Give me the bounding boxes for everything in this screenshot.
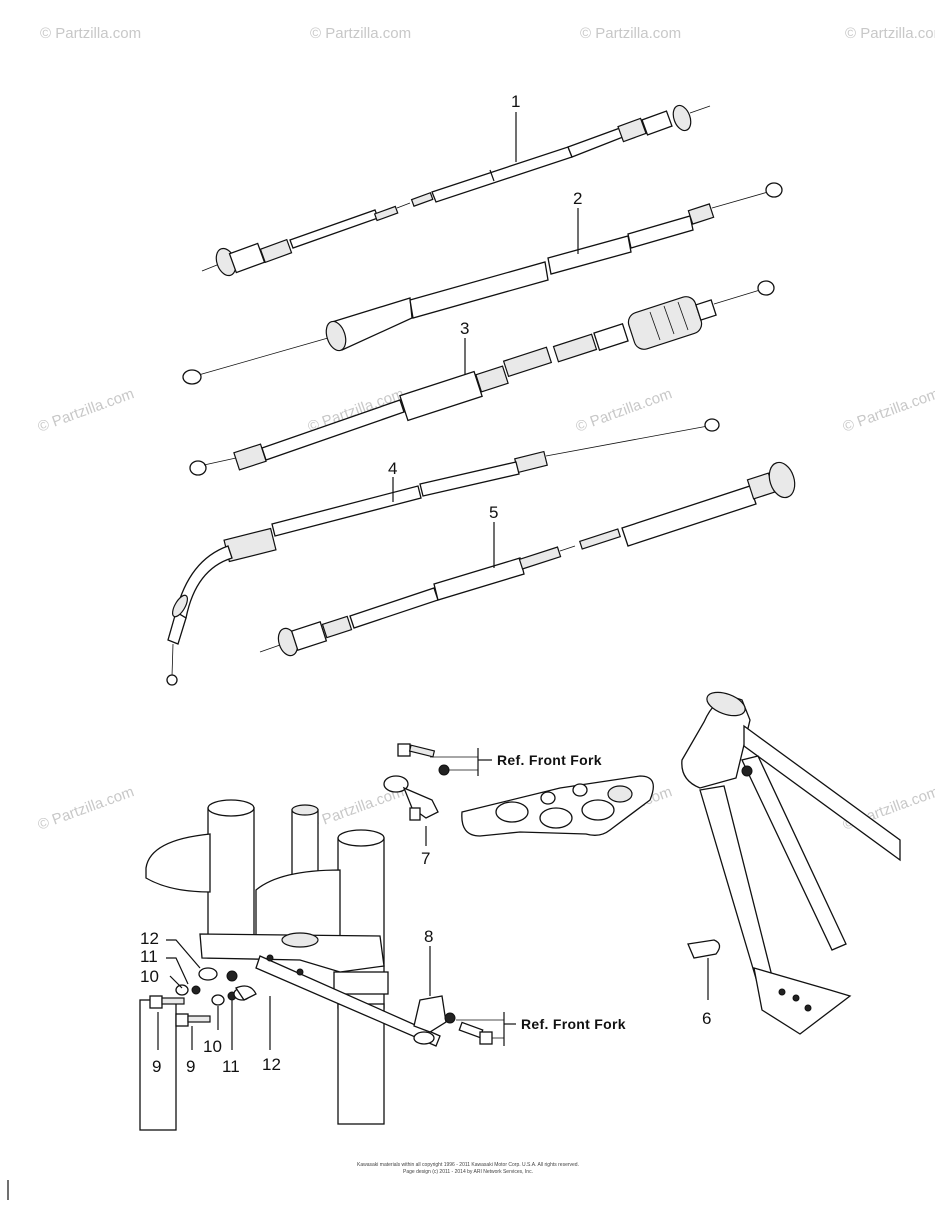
ref-front-fork-lower: Ref. Front Fork <box>521 1016 626 1032</box>
callout-labels: 1 2 3 4 5 6 7 8 9 9 10 10 11 11 12 12 <box>140 92 711 1076</box>
cable-3-drawing <box>189 280 775 476</box>
watermark-text: © Partzilla.com <box>36 783 137 834</box>
frame-drawing <box>681 691 901 1035</box>
copyright-line-1: Kawasaki materials within all copyright … <box>357 1162 579 1168</box>
copyright-block: Kawasaki materials within all copyright … <box>357 1162 579 1175</box>
fork-stem-drawing <box>139 799 516 1131</box>
callout-11-lower: 11 <box>222 1057 240 1076</box>
callout-1: 1 <box>511 92 520 111</box>
watermark-layer: © Partzilla.com © Partzilla.com © Partzi… <box>36 25 935 834</box>
callout-12-upper: 12 <box>140 929 159 948</box>
callout-12-lower: 12 <box>262 1055 281 1074</box>
copyright-line-2: Page design (c) 2011 - 2014 by ARI Netwo… <box>403 1169 533 1175</box>
cable-5-drawing <box>259 461 796 657</box>
reference-labels: Ref. Front Fork Ref. Front Fork <box>497 752 626 1032</box>
watermark-text: © Partzilla.com <box>36 385 137 436</box>
callout-11-upper: 11 <box>140 947 158 966</box>
callout-8: 8 <box>424 927 433 946</box>
watermark-text: © Partzilla.com <box>310 25 411 42</box>
watermark-text: © Partzilla.com <box>845 25 935 42</box>
watermark-text: © Partzilla.com <box>40 25 141 42</box>
callout-6: 6 <box>702 1009 711 1028</box>
callout-7: 7 <box>421 849 430 868</box>
watermark-text: © Partzilla.com <box>580 25 681 42</box>
cable-2-drawing <box>182 182 783 385</box>
fork-bracket-drawing <box>383 743 654 846</box>
callout-4: 4 <box>388 459 397 478</box>
watermark-text: © Partzilla.com <box>841 385 935 436</box>
callout-9-left: 9 <box>152 1057 161 1076</box>
cable-leader-lines <box>392 112 579 568</box>
cable-1-drawing <box>201 104 711 277</box>
callout-3: 3 <box>460 319 469 338</box>
watermark-text: © Partzilla.com <box>574 385 675 436</box>
callout-10-lower: 10 <box>203 1037 222 1056</box>
cable-4-drawing <box>166 418 720 686</box>
callout-2: 2 <box>573 189 582 208</box>
callout-10-upper: 10 <box>140 967 159 986</box>
ref-front-fork-upper: Ref. Front Fork <box>497 752 602 768</box>
callout-9-right: 9 <box>186 1057 195 1076</box>
callout-5: 5 <box>489 503 498 522</box>
